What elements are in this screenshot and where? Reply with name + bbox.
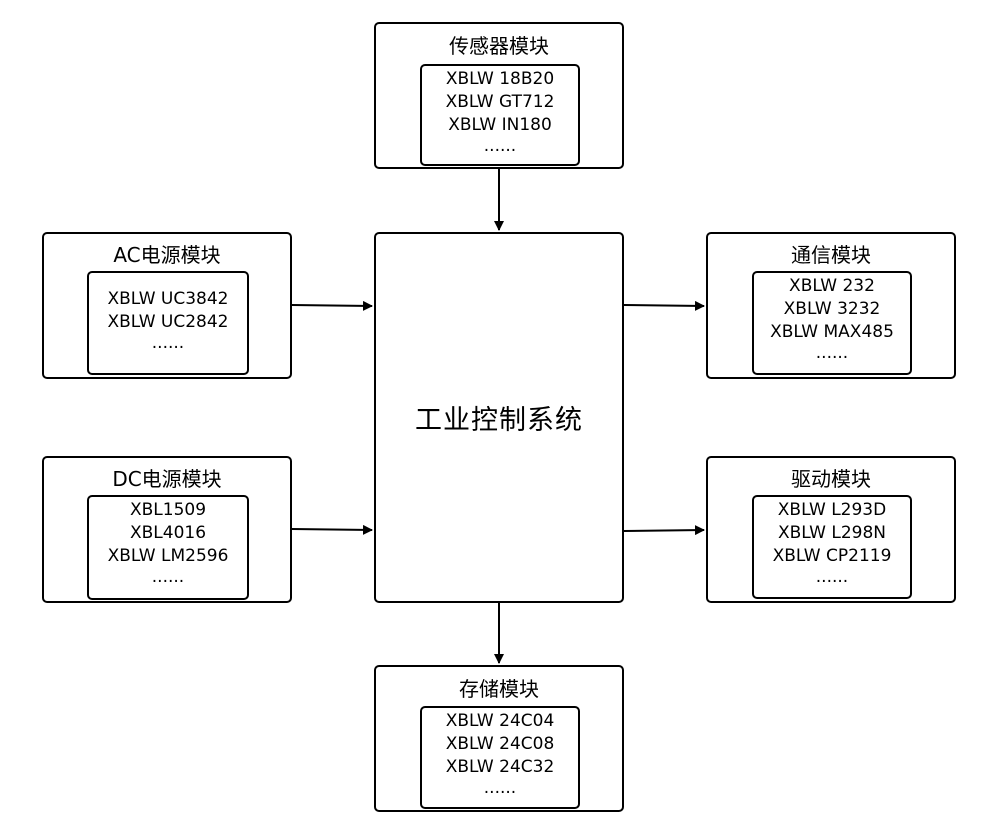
industrial-control-system-box: 工业控制系统: [374, 232, 624, 603]
drive-module: 驱动模块 XBLW L293D XBLW L298N XBLW CP2119 .…: [706, 456, 956, 603]
storage-module-title: 存储模块: [459, 677, 539, 701]
ac-power-module-list: XBLW UC3842 XBLW UC2842 ......: [87, 271, 249, 375]
storage-module-list: XBLW 24C04 XBLW 24C08 XBLW 24C32 ......: [420, 706, 580, 809]
list-item-ellipsis: ......: [483, 136, 517, 156]
list-item-ellipsis: ......: [151, 567, 185, 587]
list-item: XBLW IN180: [448, 115, 552, 135]
list-item: XBLW UC3842: [107, 289, 229, 309]
sensor-module-title: 传感器模块: [449, 34, 549, 58]
list-item: XBLW MAX485: [770, 322, 894, 342]
center-label: 工业控制系统: [415, 405, 583, 436]
list-item: XBL4016: [129, 523, 207, 543]
sensor-module: 传感器模块 XBLW 18B20 XBLW GT712 XBLW IN180 .…: [374, 22, 624, 169]
list-item: XBLW 24C32: [445, 757, 555, 777]
drive-module-list: XBLW L293D XBLW L298N XBLW CP2119 ......: [752, 495, 912, 599]
ac-power-module: AC电源模块 XBLW UC3842 XBLW UC2842 ......: [42, 232, 292, 379]
list-item: XBLW L298N: [777, 523, 887, 543]
drive-module-title: 驱动模块: [791, 467, 871, 491]
list-item: XBLW UC2842: [107, 312, 229, 332]
ac-power-module-title: AC电源模块: [113, 243, 221, 267]
list-item: XBLW GT712: [445, 92, 555, 112]
arrow-ac-to-center: [291, 300, 373, 311]
list-item: XBLW L293D: [777, 500, 887, 520]
sensor-module-list: XBLW 18B20 XBLW GT712 XBLW IN180 ......: [420, 64, 580, 166]
arrow-center-to-drive: [623, 525, 705, 536]
list-item: XBLW 18B20: [445, 69, 555, 89]
list-item-ellipsis: ......: [815, 343, 849, 363]
list-item: XBLW CP2119: [772, 546, 892, 566]
communication-module-list: XBLW 232 XBLW 3232 XBLW MAX485 ......: [752, 271, 912, 375]
list-item: XBLW LM2596: [107, 546, 229, 566]
dc-power-module-list: XBL1509 XBL4016 XBLW LM2596 ......: [87, 495, 249, 600]
list-item-ellipsis: ......: [815, 567, 849, 587]
storage-module: 存储模块 XBLW 24C04 XBLW 24C08 XBLW 24C32 ..…: [374, 665, 624, 812]
list-item: XBL1509: [129, 500, 207, 520]
dc-power-module: DC电源模块 XBL1509 XBL4016 XBLW LM2596 .....…: [42, 456, 292, 603]
list-item: XBLW 24C04: [445, 711, 555, 731]
arrow-center-to-comm: [623, 300, 705, 311]
list-item-ellipsis: ......: [483, 778, 517, 798]
list-item-ellipsis: ......: [151, 333, 185, 353]
list-item: XBLW 3232: [783, 299, 881, 319]
communication-module-title: 通信模块: [791, 243, 871, 267]
arrow-dc-to-center: [291, 524, 373, 535]
communication-module: 通信模块 XBLW 232 XBLW 3232 XBLW MAX485 ....…: [706, 232, 956, 379]
list-item: XBLW 232: [789, 276, 875, 296]
dc-power-module-title: DC电源模块: [112, 467, 222, 491]
list-item: XBLW 24C08: [445, 734, 555, 754]
